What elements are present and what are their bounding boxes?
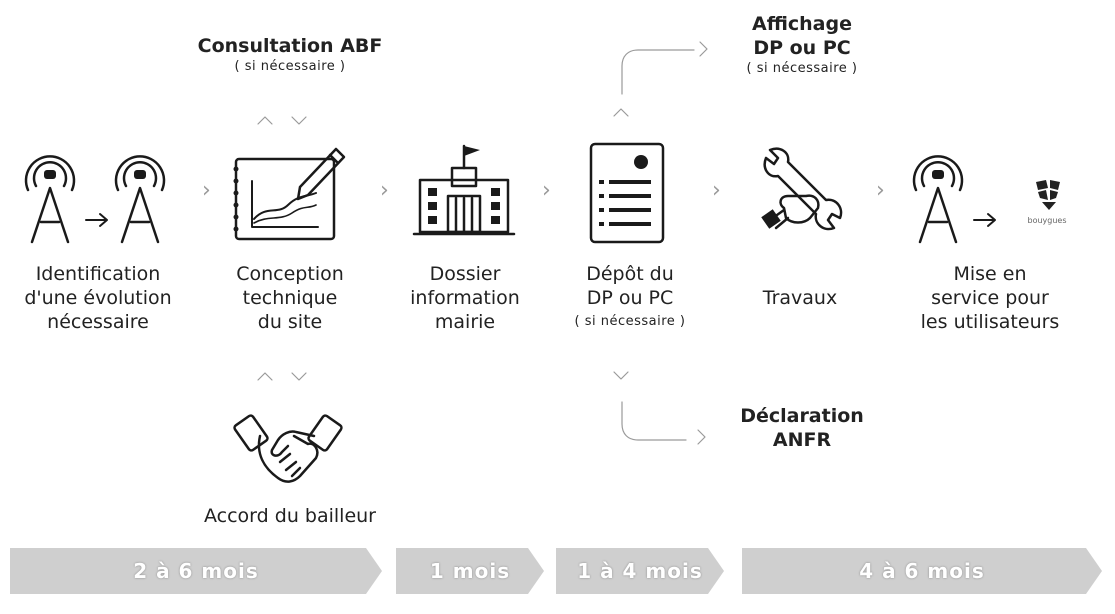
operator-logo: bouygues [1020, 178, 1074, 228]
affichage-label: Affichage DP ou PC ( si nécessaire ) [746, 13, 858, 76]
handshake-icon [233, 396, 344, 490]
declaration-anfr-label: Déclaration ANFR [740, 405, 864, 451]
town-hall-icon [410, 140, 520, 240]
accord-bailleur-label: Accord du bailleur [204, 505, 376, 527]
timeline-segment: 1 à 4 mois [556, 548, 724, 594]
branch-connector-down [606, 366, 716, 460]
step-travaux-label: Travaux [762, 287, 838, 309]
chevron-right-icon: › [712, 178, 721, 203]
chevron-right-icon: › [876, 178, 885, 203]
wrench-hand-icon [758, 147, 848, 238]
timeline-segment: 1 mois [396, 548, 544, 594]
consultation-abf-label: Consultation ABF ( si nécessaire ) [197, 35, 383, 74]
technical-design-icon [230, 143, 350, 243]
chevron-right-icon: › [380, 178, 389, 203]
antenna-evolution-icon [14, 150, 189, 245]
timeline-segment: 2 à 6 mois [10, 548, 382, 594]
timeline-segment: 4 à 6 mois [742, 548, 1102, 594]
branch-connector-up [606, 36, 716, 128]
operator-logo-text: bouygues [1027, 216, 1067, 225]
chevron-right-icon: › [202, 178, 211, 203]
connector-arrows-icon [254, 112, 314, 128]
document-icon [585, 140, 675, 246]
antenna-service-icon [912, 150, 1002, 245]
connector-arrows-icon [254, 368, 314, 384]
chevron-right-icon: › [542, 178, 551, 203]
